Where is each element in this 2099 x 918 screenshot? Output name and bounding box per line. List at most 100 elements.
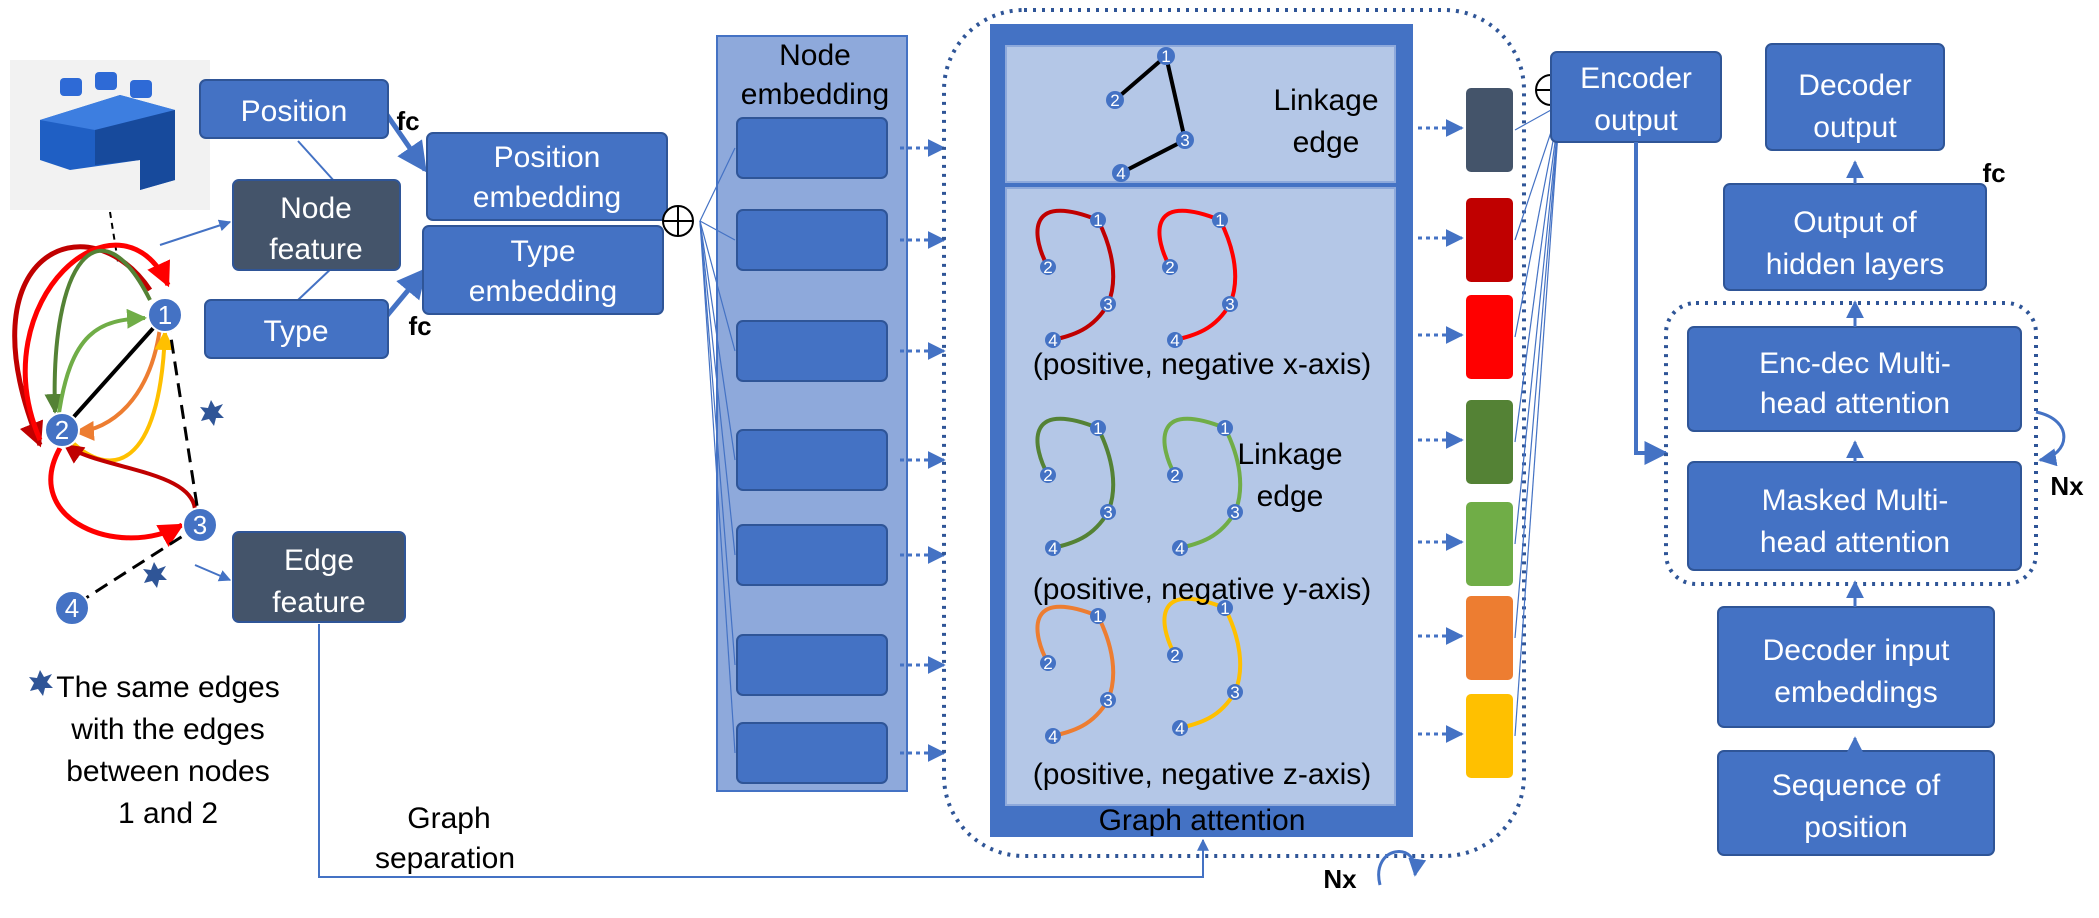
graph-attention-panel: Graph attention 1 2 3 4 Linkage edge 1 2 3… (990, 24, 1413, 837)
encoder-output-box: Encoder output (1550, 51, 1722, 143)
svg-text:3: 3 (1225, 295, 1234, 314)
svg-text:3: 3 (1103, 691, 1112, 710)
svg-text:3: 3 (1103, 295, 1112, 314)
embedding-fan-line (699, 220, 736, 754)
svg-text:edge: edge (1257, 480, 1324, 513)
edge-feature-box: Edge feature (232, 531, 406, 623)
svg-text:1: 1 (1093, 607, 1102, 626)
star-marker-note (29, 670, 53, 696)
svg-text:1: 1 (158, 300, 172, 330)
z-axis-caption: (positive, negative z-axis) (1033, 758, 1371, 791)
encoder-nx-label: Nx (1323, 864, 1357, 894)
svg-text:separation: separation (375, 842, 515, 875)
svg-text:4: 4 (1048, 331, 1057, 350)
svg-text:2: 2 (1170, 646, 1179, 665)
hidden-layers-box: Output of hidden layers (1723, 183, 1987, 291)
svg-text:2: 2 (1165, 258, 1174, 277)
svg-text:3: 3 (1230, 503, 1239, 522)
edge-yellow (68, 330, 175, 463)
linkage-edge-label-mid: Linkage (1237, 438, 1342, 471)
svg-text:position: position (1804, 811, 1907, 844)
same-edges-note: The same edges with the edges between no… (29, 670, 280, 830)
encoder-fan-line (1514, 104, 1561, 545)
svg-text:Type: Type (263, 315, 328, 348)
add-symbol-embeddings (662, 205, 694, 237)
svg-text:hidden layers: hidden layers (1766, 248, 1944, 281)
x-axis-caption: (positive, negative x-axis) (1033, 348, 1371, 381)
decoder-nx-label: Nx (2050, 471, 2084, 501)
svg-text:Node: Node (779, 39, 851, 72)
svg-text:Decoder: Decoder (1798, 69, 1911, 102)
node-embedding-slot (736, 524, 888, 586)
linkage-edge-section (1005, 45, 1396, 183)
encoder-fan-line (1514, 104, 1561, 639)
node-embedding-slot (736, 634, 888, 696)
svg-text:Node: Node (280, 192, 352, 225)
svg-text:1: 1 (1215, 211, 1224, 230)
svg-text:1: 1 (1093, 419, 1102, 438)
embedding-fan-line (699, 147, 736, 222)
svg-text:4: 4 (1048, 539, 1057, 558)
svg-text:4: 4 (1048, 727, 1057, 746)
graph-node-1: 1 (147, 297, 183, 333)
svg-text:2: 2 (1110, 91, 1119, 110)
input-graph: 1 2 3 4 (12, 242, 224, 626)
svg-text:edge: edge (1293, 126, 1360, 159)
node-embedding-slot (736, 209, 888, 271)
node-embedding-slot (736, 429, 888, 491)
svg-text:3: 3 (193, 510, 207, 540)
svg-text:with the edges: with the edges (70, 713, 264, 746)
svg-text:3: 3 (1230, 683, 1239, 702)
edge-embedding-bar (1466, 198, 1513, 282)
edge-embedding-bar (1466, 502, 1513, 586)
sequence-of-position-box: Sequence of position (1717, 750, 1995, 856)
graph-node-4: 4 (54, 590, 90, 626)
svg-text:embedding: embedding (473, 181, 621, 214)
lego-brick-image (10, 60, 210, 210)
position-embedding-box: Position embedding (426, 132, 668, 221)
fc-label-top: fc (396, 106, 419, 136)
edge-light-green (56, 308, 147, 421)
decoder-repeat-loop (2035, 410, 2066, 467)
embedding-fan-line (699, 220, 736, 556)
svg-text:head attention: head attention (1760, 526, 1950, 559)
svg-text:4: 4 (1175, 719, 1184, 738)
edge-dark-red-3-2 (63, 443, 198, 516)
svg-text:3: 3 (1103, 503, 1112, 522)
encoder-repeat-boundary (942, 8, 1526, 858)
svg-text:feature: feature (272, 586, 365, 619)
svg-text:4: 4 (1170, 331, 1179, 350)
svg-text:1: 1 (1220, 419, 1229, 438)
z-negative-mini-graph: 1 2 3 4 (1162, 596, 1243, 738)
embedding-fan-line (699, 220, 736, 666)
star-marker-4-edge (143, 562, 167, 588)
node-embedding-panel: Node embedding (699, 35, 946, 792)
svg-text:embeddings: embeddings (1774, 676, 1937, 709)
svg-text:4: 4 (65, 593, 79, 623)
type-embedding-box: Type embedding (422, 225, 664, 315)
encoder-fan-line (1514, 104, 1561, 338)
y-axis-caption: (positive, negative y-axis) (1033, 573, 1371, 606)
edge-embedding-bar (1466, 295, 1513, 379)
svg-text:Decoder input: Decoder input (1763, 634, 1950, 667)
decoder-output-box: Decoder output (1765, 43, 1945, 151)
svg-text:1: 1 (1220, 599, 1229, 618)
linkage-edge-label-top: Linkage (1273, 84, 1378, 117)
svg-text:2: 2 (55, 415, 69, 445)
svg-text:Type: Type (510, 235, 575, 268)
linkage-mini-graph: 1 2 3 4 (1106, 47, 1194, 183)
svg-text:embedding: embedding (741, 78, 889, 111)
graph-attention-title: Graph attention (1099, 804, 1306, 837)
svg-text:output: output (1813, 111, 1897, 144)
svg-text:1: 1 (1093, 211, 1102, 230)
edge-embedding-bar (1466, 694, 1513, 778)
node-feature-box: Node feature (232, 179, 401, 271)
svg-text:embedding: embedding (469, 275, 617, 308)
svg-text:Masked Multi-: Masked Multi- (1762, 484, 1949, 517)
svg-text:4: 4 (1175, 539, 1184, 558)
svg-text:head attention: head attention (1760, 387, 1950, 420)
